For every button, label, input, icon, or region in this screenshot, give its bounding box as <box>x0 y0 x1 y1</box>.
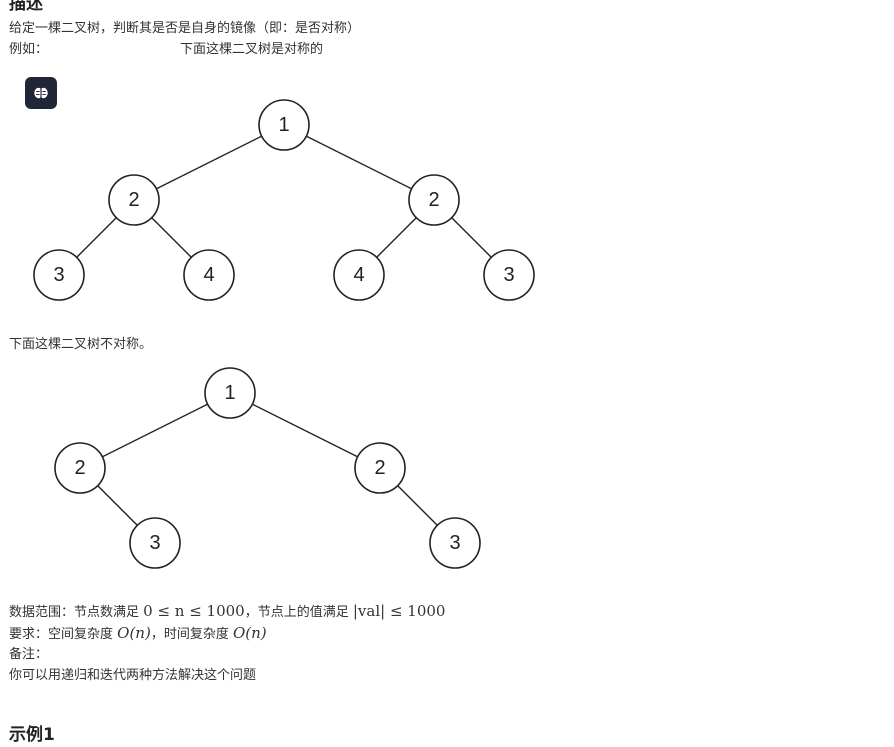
problem-description: 给定一棵二叉树，判断其是否是自身的镜像（即：是否对称） <box>9 21 361 36</box>
example-title: 示例1 <box>9 725 55 745</box>
example-label: 例如： <box>9 42 49 57</box>
data-range-middle: ，节点上的值满足 <box>244 605 353 620</box>
tree-node: 3 <box>483 249 535 301</box>
space-complexity: O(n) <box>117 624 151 642</box>
tree-node: 1 <box>204 367 256 419</box>
tree-node: 4 <box>183 249 235 301</box>
tree-node: 2 <box>108 174 160 226</box>
node-count-formula: 0 ≤ n ≤ 1000 <box>143 602 245 620</box>
node-value: 3 <box>53 264 64 286</box>
data-range-line: 数据范围：节点数满足 0 ≤ n ≤ 1000，节点上的值满足 |val| ≤ … <box>9 602 445 622</box>
asymmetric-tree: 1 2 2 3 3 <box>54 367 481 569</box>
asymmetric-note: 下面这棵二叉树不对称。 <box>9 337 153 352</box>
tree-node: 2 <box>354 442 406 494</box>
tree-node: 3 <box>429 517 481 569</box>
tree-node: 2 <box>408 174 460 226</box>
note-text: 你可以用递归和迭代两种方法解决这个问题 <box>9 668 257 683</box>
brain-icon <box>34 87 48 99</box>
note-label: 备注： <box>9 647 49 662</box>
node-value-formula: |val| ≤ 1000 <box>352 602 446 620</box>
node-value: 3 <box>449 532 460 554</box>
tree-node: 4 <box>333 249 385 301</box>
node-value: 4 <box>203 264 214 286</box>
node-value: 2 <box>74 457 85 479</box>
section-heading: 描述 <box>9 0 43 14</box>
tree-node: 3 <box>129 517 181 569</box>
node-value: 3 <box>503 264 514 286</box>
node-value: 4 <box>353 264 364 286</box>
node-value: 2 <box>128 189 139 211</box>
tree-node: 2 <box>54 442 106 494</box>
requirement-prefix: 要求：空间复杂度 <box>9 627 118 642</box>
tree-node: 3 <box>33 249 85 301</box>
brain-icon-button[interactable] <box>25 77 57 109</box>
symmetric-tree: 1 2 2 3 4 4 3 <box>33 99 535 301</box>
node-value: 2 <box>428 189 439 211</box>
node-value: 3 <box>149 532 160 554</box>
time-complexity: O(n) <box>232 624 267 642</box>
node-value: 2 <box>374 457 385 479</box>
node-value: 1 <box>278 114 289 136</box>
requirement-line: 要求：空间复杂度 O(n)，时间复杂度 O(n) <box>9 624 267 644</box>
symmetric-note: 下面这棵二叉树是对称的 <box>180 42 324 57</box>
data-range-prefix: 数据范围：节点数满足 <box>9 605 144 620</box>
requirement-middle: ，时间复杂度 <box>150 627 233 642</box>
node-value: 1 <box>224 382 235 404</box>
tree-node: 1 <box>258 99 310 151</box>
